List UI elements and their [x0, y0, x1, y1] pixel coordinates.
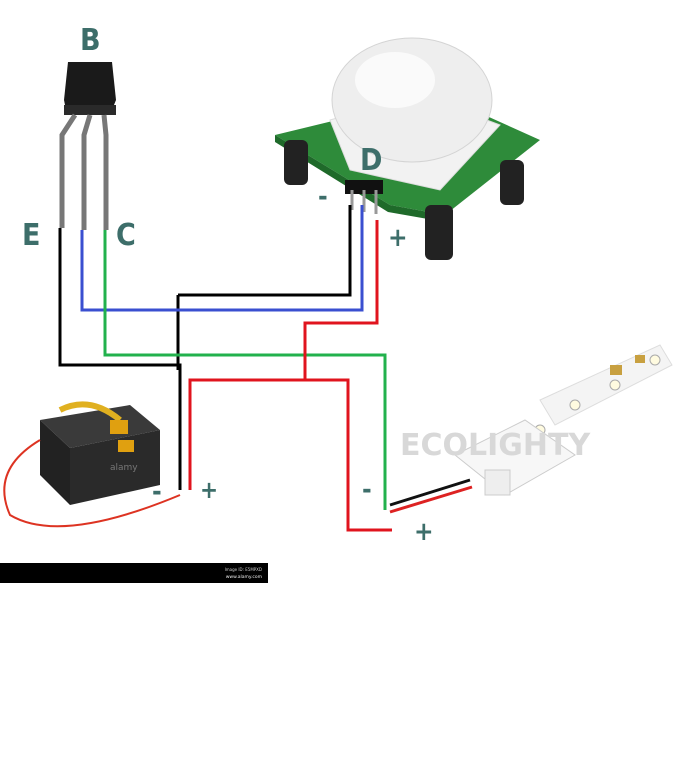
- label-emitter: E: [22, 218, 40, 253]
- stock-image-bar: Image ID: E5MPXD www.alamy.com: [0, 563, 268, 583]
- wire-blue: [80, 205, 364, 312]
- stock-image-id: Image ID: E5MPXD: [225, 567, 262, 572]
- wire-black-pir: [178, 205, 352, 297]
- label-battery-minus: -: [152, 477, 162, 507]
- capacitor: [284, 140, 308, 185]
- label-pir-plus: +: [388, 223, 408, 253]
- label-led-minus: -: [362, 475, 372, 505]
- wire-red-main: [188, 378, 392, 532]
- label-pir-minus: -: [318, 182, 328, 212]
- wire-black-emitter: [58, 228, 182, 490]
- transistor: [59, 62, 116, 230]
- capacitor: [500, 160, 524, 205]
- led-strip: ECOLIGHTY: [389, 344, 673, 514]
- label-led-plus: +: [414, 517, 434, 547]
- led-watermark: ECOLIGHTY: [400, 428, 591, 463]
- battery: alamy: [3, 401, 181, 528]
- wire-red-pir: [303, 220, 379, 380]
- label-collector: C: [116, 218, 136, 253]
- wires: [58, 205, 392, 532]
- label-pir-data: D: [360, 143, 382, 178]
- pir-sensor: [275, 37, 540, 260]
- stock-site: www.alamy.com: [226, 574, 262, 580]
- capacitor: [425, 205, 453, 260]
- label-battery-plus: +: [200, 476, 218, 504]
- label-base: B: [80, 23, 101, 58]
- wire-green: [103, 230, 387, 510]
- battery-watermark: alamy: [110, 463, 138, 473]
